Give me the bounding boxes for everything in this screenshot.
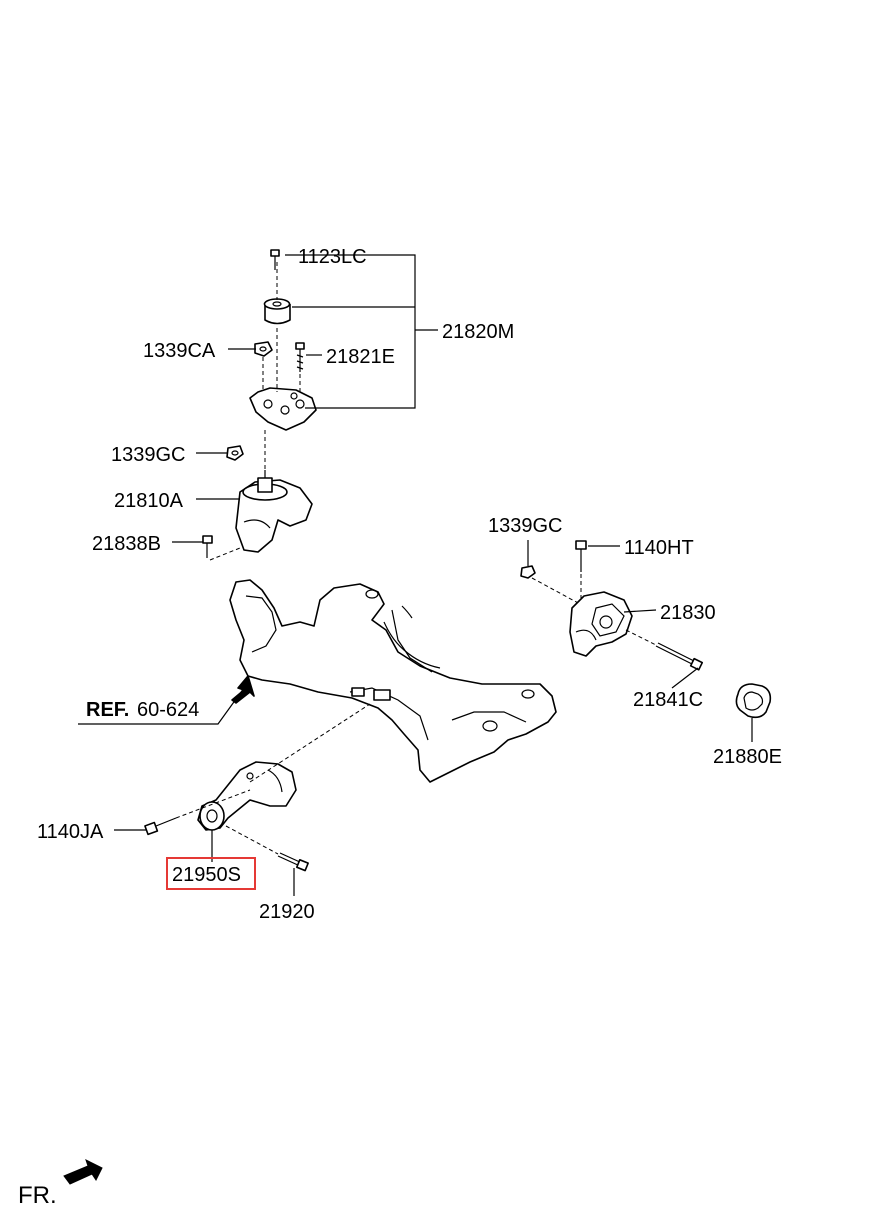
label-21830[interactable]: 21830 [660, 602, 716, 624]
front-label: FR. [18, 1182, 57, 1209]
nut-1339gc-right[interactable] [520, 565, 536, 579]
label-21920[interactable]: 21920 [259, 901, 315, 923]
label-21950s[interactable]: 21950S [172, 864, 241, 886]
bolt-21920[interactable] [277, 852, 309, 872]
bolt-1140ht[interactable] [575, 540, 587, 572]
label-1123lc[interactable]: 1123LC [298, 246, 367, 268]
label-21821e[interactable]: 21821E [326, 346, 395, 368]
bushing-cap[interactable] [263, 298, 291, 325]
bolt-21841c[interactable] [655, 642, 704, 671]
bolt-21821e[interactable] [295, 342, 305, 372]
roll-rod[interactable] [197, 761, 297, 831]
label-21841c[interactable]: 21841C [633, 689, 703, 711]
label-ref-code[interactable]: 60-624 [137, 699, 199, 721]
label-21838b[interactable]: 21838B [92, 533, 161, 555]
arrow-icon [63, 1159, 103, 1185]
label-1140ja[interactable]: 1140JA [37, 821, 104, 843]
nut-1339ca[interactable] [254, 341, 273, 357]
highlight-box [166, 857, 256, 890]
label-21820m[interactable]: 21820M [442, 321, 514, 343]
bolt-21838b[interactable] [202, 535, 213, 558]
bolt-1140ja[interactable] [144, 817, 177, 836]
label-1339ca[interactable]: 1339CA [143, 340, 216, 362]
label-1339gc-right[interactable]: 1339GC [488, 515, 563, 537]
label-1140ht[interactable]: 1140HT [624, 537, 694, 559]
subframe [229, 579, 557, 783]
label-21880e[interactable]: 21880E [713, 746, 782, 768]
nut-1339gc-left[interactable] [226, 445, 244, 461]
bolt-1123lc[interactable] [270, 249, 280, 270]
label-21810a[interactable]: 21810A [114, 490, 184, 512]
label-1339gc-left[interactable]: 1339GC [111, 444, 186, 466]
pad-21880e[interactable] [735, 683, 772, 719]
label-ref-prefix: REF. [86, 699, 129, 721]
mount-bracket[interactable] [249, 387, 317, 431]
transmission-mount-body[interactable] [569, 591, 633, 657]
engine-mount-body[interactable] [235, 470, 313, 553]
